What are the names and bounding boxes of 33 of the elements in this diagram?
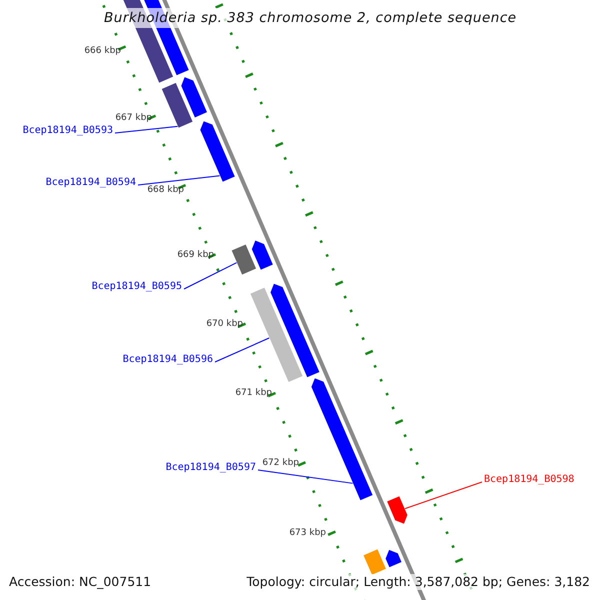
gene-block	[230, 243, 258, 276]
gene-feature	[199, 120, 236, 183]
gene-label: Bcep18194_B0593	[22, 125, 113, 137]
gene-label: Bcep18194_B0597	[166, 462, 256, 474]
gene-label: Bcep18194_B0594	[46, 177, 136, 189]
gene-label: Bcep18194_B0596	[122, 354, 213, 366]
position-label: 671 kbp	[235, 388, 272, 399]
position-label: 667 kbp	[115, 113, 152, 124]
gene-feature	[386, 495, 408, 525]
position-label: 673 kbp	[289, 528, 326, 539]
gene-block	[362, 548, 387, 576]
gene-block	[249, 286, 304, 384]
gene-feature	[270, 282, 320, 378]
gene-label: Bcep18194_B0595	[92, 281, 182, 293]
position-label: 672 kbp	[262, 458, 299, 469]
leader-line	[114, 126, 178, 134]
leader-line	[138, 175, 220, 186]
position-label: 668 kbp	[147, 185, 184, 196]
gene-label: Bcep18194_B0598	[484, 474, 574, 486]
gene-block	[160, 82, 194, 129]
leader-line	[214, 338, 270, 362]
position-label: 669 kbp	[177, 250, 214, 261]
gene-feature	[384, 548, 403, 568]
gene-feature	[250, 239, 274, 271]
leader-line	[404, 482, 482, 510]
leader-line	[258, 470, 354, 484]
position-label: 666 kbp	[84, 46, 121, 57]
genome-info-text: Topology: circular; Length: 3,587,082 bp; Genes: 3,182	[246, 574, 590, 590]
gene-feature	[310, 377, 374, 502]
accession-text: Accession: NC_007511	[9, 574, 152, 590]
leader-line	[184, 262, 238, 290]
gene-feature	[180, 76, 208, 119]
position-label: 670 kbp	[206, 319, 243, 330]
